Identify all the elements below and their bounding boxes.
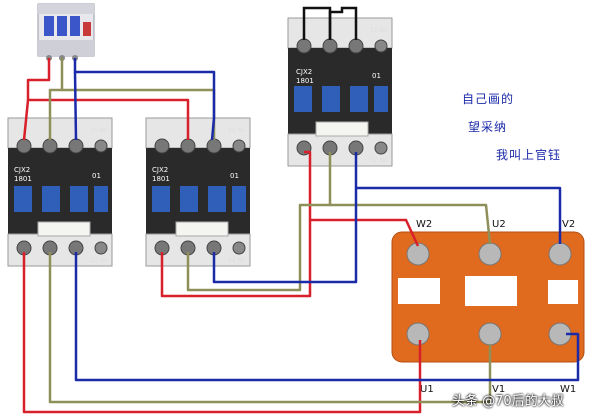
contactor-3-aux-no: 01 — [372, 72, 381, 80]
wire-red-km2-out — [160, 150, 312, 298]
wire-blue-km1-out — [74, 252, 580, 382]
wire-red-km1-in — [22, 99, 30, 141]
wire-red-w2 — [310, 218, 420, 247]
contactor-1-aux-top: 21 NC — [90, 127, 108, 134]
circuit-breaker — [37, 3, 95, 61]
contactor-3-rating: 1801 — [296, 77, 314, 85]
annotation-line-1: 自己画的 — [462, 92, 515, 106]
terminal-label-w2: W2 — [416, 219, 432, 230]
contactor-3-model: CJX2 — [296, 68, 312, 76]
contactor-1-aux-no: 01 — [92, 172, 101, 180]
terminal-label-u2: U2 — [492, 219, 506, 230]
contactor-2-aux-no: 01 — [230, 172, 239, 180]
annotation-line-3: 我叫上官钰 — [496, 148, 562, 162]
wire-blue-supply — [73, 58, 216, 141]
wire-red-km1-out — [22, 252, 422, 414]
contactor-2-rating: 1801 — [152, 175, 170, 183]
contactor-3-aux-bottom: 22 NC — [370, 157, 388, 164]
contactor-km2: CJX2 1801 01 21 NC 22 NC — [145, 117, 251, 267]
star-point-jumpers — [302, 6, 358, 40]
wire-olive-km2-out — [186, 152, 332, 292]
wire-olive-u2 — [330, 203, 492, 245]
contactor-2-model: CJX2 — [152, 166, 168, 174]
watermark: 头条 @70后的大叔 — [452, 394, 564, 409]
wire-blue-v2 — [356, 186, 562, 244]
motor-terminal-board: W2 U2 V2 U1 V1 W1 — [391, 219, 585, 395]
terminal-label-w1: W1 — [560, 384, 576, 395]
contactor-1-model: CJX2 — [14, 166, 30, 174]
contactor-2-aux-bottom: 22 NC — [228, 257, 246, 264]
contactor-3-aux-top: 21 NC — [370, 27, 388, 34]
terminal-label-u1: U1 — [420, 384, 434, 395]
contactor-1-aux-bottom: 22 NC — [90, 257, 108, 264]
wire-red-supply — [26, 58, 190, 140]
contactor-2-aux-top: 21 NC — [228, 127, 246, 134]
wire-olive-km1-out — [48, 252, 492, 404]
terminal-label-v1: V1 — [492, 384, 505, 395]
contactor-km3: CJX2 1801 01 21 NC 22 NC — [287, 17, 393, 167]
annotation-line-2: 望采纳 — [468, 120, 508, 134]
terminal-label-v2: V2 — [562, 219, 575, 230]
contactor-1-rating: 1801 — [14, 175, 32, 183]
contactor-km1: CJX2 1801 01 21 NC 22 NC — [7, 117, 113, 267]
wire-blue-km2-out — [212, 152, 358, 284]
wire-blue-km1-in — [73, 71, 78, 141]
wire-olive-supply — [48, 58, 64, 140]
